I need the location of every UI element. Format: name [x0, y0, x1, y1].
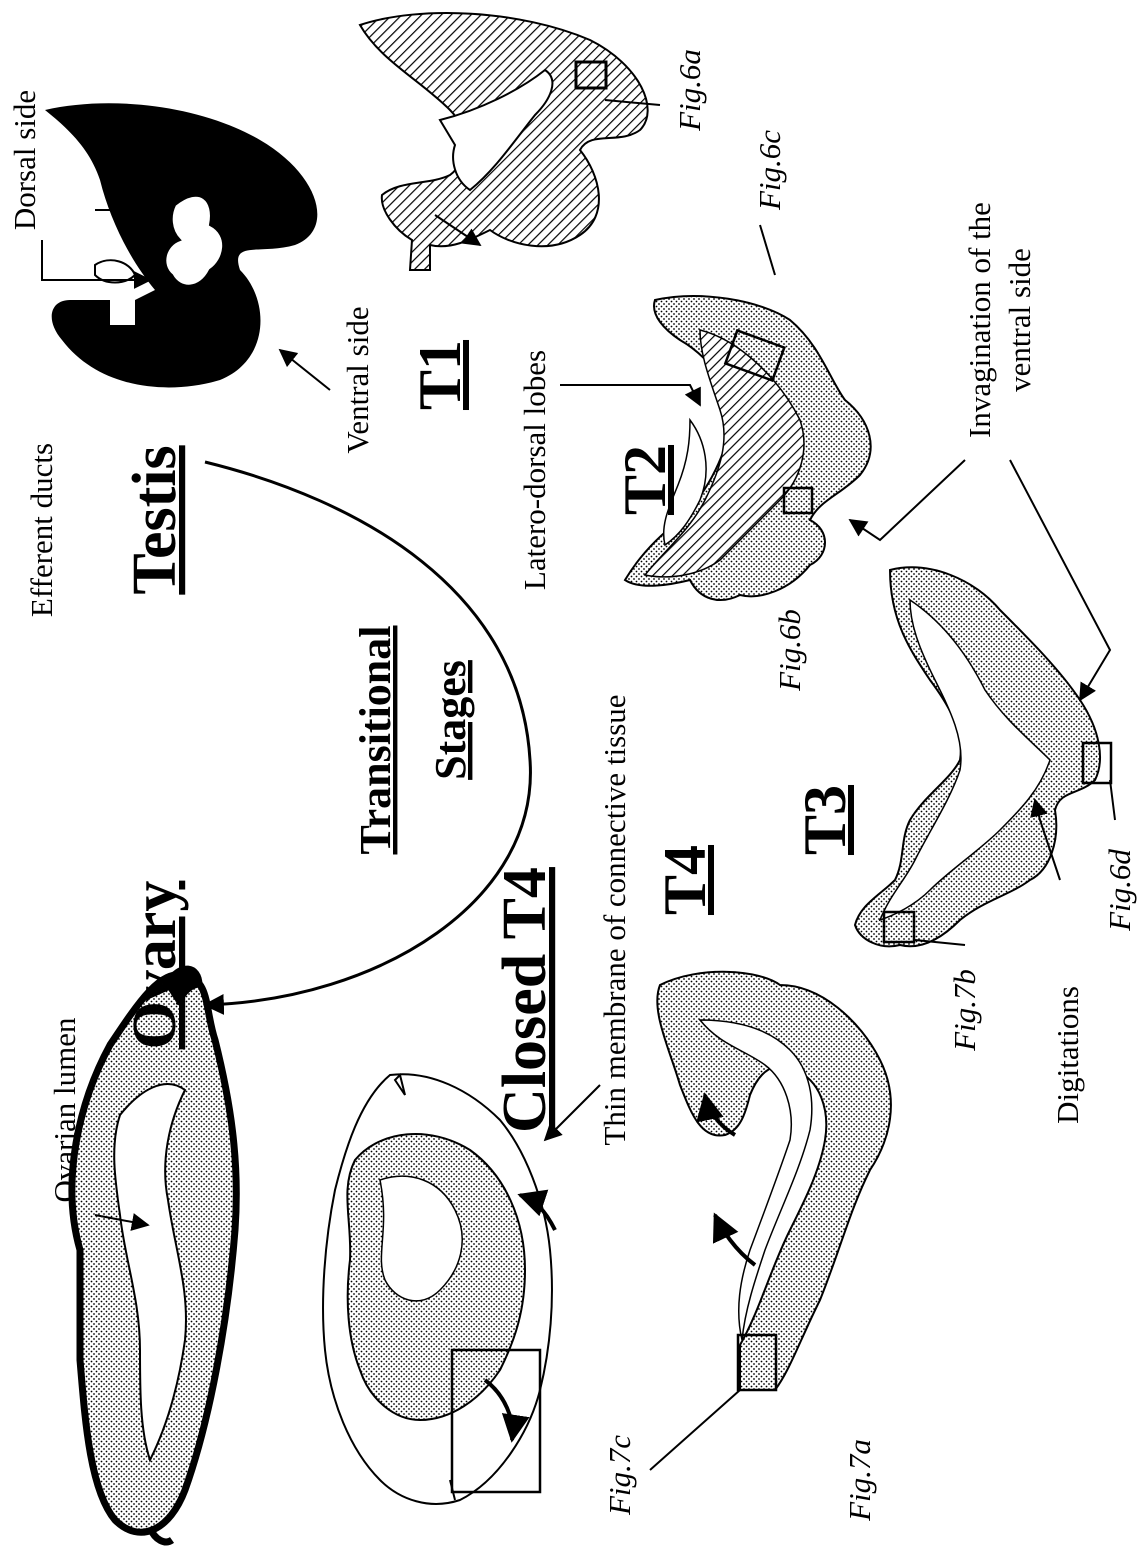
annotation-dorsal-side: Dorsal side	[7, 90, 42, 230]
stage-label-t3: T3	[792, 785, 858, 855]
annotation-invagination-line1: Invagination of the	[962, 202, 997, 438]
fig-ref-7b: Fig.7b	[947, 969, 982, 1052]
fig-ref-6c: Fig.6c	[752, 130, 787, 211]
label-transitional: Transitional	[351, 625, 400, 854]
annotation-efferent-ducts: Efferent ducts	[24, 443, 59, 617]
fig-ref-6a: Fig.6a	[672, 49, 707, 132]
stage-label-t2: T2	[612, 445, 678, 515]
annotation-ventral-side: Ventral side	[340, 306, 375, 453]
fig-ref-7a: Fig.7a	[842, 1439, 877, 1522]
annotation-thin-membrane: Thin membrane of connective tissue	[597, 694, 632, 1145]
t3-section-drawing	[855, 567, 1111, 946]
fig-ref-7c: Fig.7c	[602, 1435, 637, 1516]
label-closed-t4: Closed T4	[491, 867, 559, 1133]
ovary-section-drawing	[72, 968, 236, 1542]
testis-section-drawing	[45, 103, 317, 387]
annotation-digitations: Digitations	[1050, 986, 1085, 1124]
closed-t4-section-drawing	[323, 1074, 555, 1504]
stage-label-t4: T4	[652, 845, 718, 915]
annotation-invagination-line2: ventral side	[1002, 248, 1037, 392]
stage-label-t1: T1	[407, 340, 473, 410]
fig-ref-6b: Fig.6b	[772, 609, 807, 692]
title-testis: Testis	[121, 445, 189, 594]
title-ovary: Ovary	[121, 881, 189, 1050]
fig-ref-6d: Fig.6d	[1102, 849, 1137, 932]
t1-section-drawing	[360, 13, 648, 270]
annotation-latero-dorsal-lobes: Latero-dorsal lobes	[517, 350, 552, 590]
annotation-ovarian-lumen: Ovarian lumen	[47, 1017, 82, 1203]
t4-section-drawing	[657, 972, 891, 1390]
label-stages: Stages	[426, 660, 475, 780]
